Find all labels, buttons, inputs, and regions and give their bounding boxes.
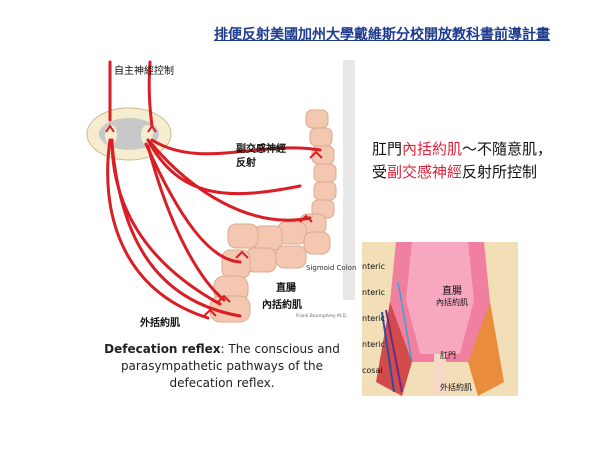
label-sigmoid-colon: Sigmoid Colon [306,264,357,272]
inset-label-rectum: 直腸 [442,286,462,297]
diagram-caption: Defecation reflex: The conscious and par… [104,341,340,392]
label-internal-sphincter: 內括約肌 [262,300,302,311]
inset-cut-label-2: nteric [362,288,386,297]
divider-bar [343,60,355,300]
label-autonomic-control: 自主神經控制 [114,66,174,77]
anal-canal-inset: nteric nteric nteric nteric cosal 直腸 內括約… [362,242,518,396]
synapse-marks [105,124,323,317]
colon [209,109,337,323]
inset-cut-label-1: nteric [362,262,386,271]
callout-controlled-by: 受 [372,163,388,181]
nerve-pathways [106,60,322,320]
page-title: 排便反射美國加州大學戴維斯分校開放教科書前導計畫 [214,27,550,43]
label-parasympathetic-reflex-2: 反射 [236,158,256,169]
label-rectum: 直腸 [276,283,296,294]
inset-label-external-sphincter: 外括約肌 [440,383,472,392]
image-credit: Frank Boumphrey M.D. [296,314,348,319]
callout-text: 肛門內括約肌～不隨意肌， 受副交感神經反射所控制 [372,138,598,184]
callout-involuntary: 不隨意肌， [477,140,553,158]
callout-line-1: 肛門內括約肌～不隨意肌， [372,138,598,161]
caption-text: : The conscious and parasympathetic path… [120,342,340,390]
inset-cut-label-4: nteric [362,340,386,349]
label-parasympathetic-reflex-1: 副交感神經 [236,144,286,155]
inset-label-internal-sphincter: 內括約肌 [436,298,468,307]
label-external-sphincter: 外括約肌 [140,318,180,329]
inset-cut-label-5: cosal [362,366,383,375]
callout-reflex-control: 反射所控制 [462,163,538,181]
caption-title: Defecation reflex [104,342,221,356]
callout-parasympathetic: 副交感神經 [387,163,463,181]
callout-anus: 肛門 [372,140,403,158]
callout-internal-sphincter: 內括約肌 [402,140,463,158]
anal-canal-illustration [362,242,518,396]
callout-tilde: ～ [462,140,478,158]
inset-label-anus: 肛門 [440,351,456,360]
callout-line-2: 受副交感神經反射所控制 [372,161,598,184]
inset-cut-label-3: nteric [362,314,386,323]
